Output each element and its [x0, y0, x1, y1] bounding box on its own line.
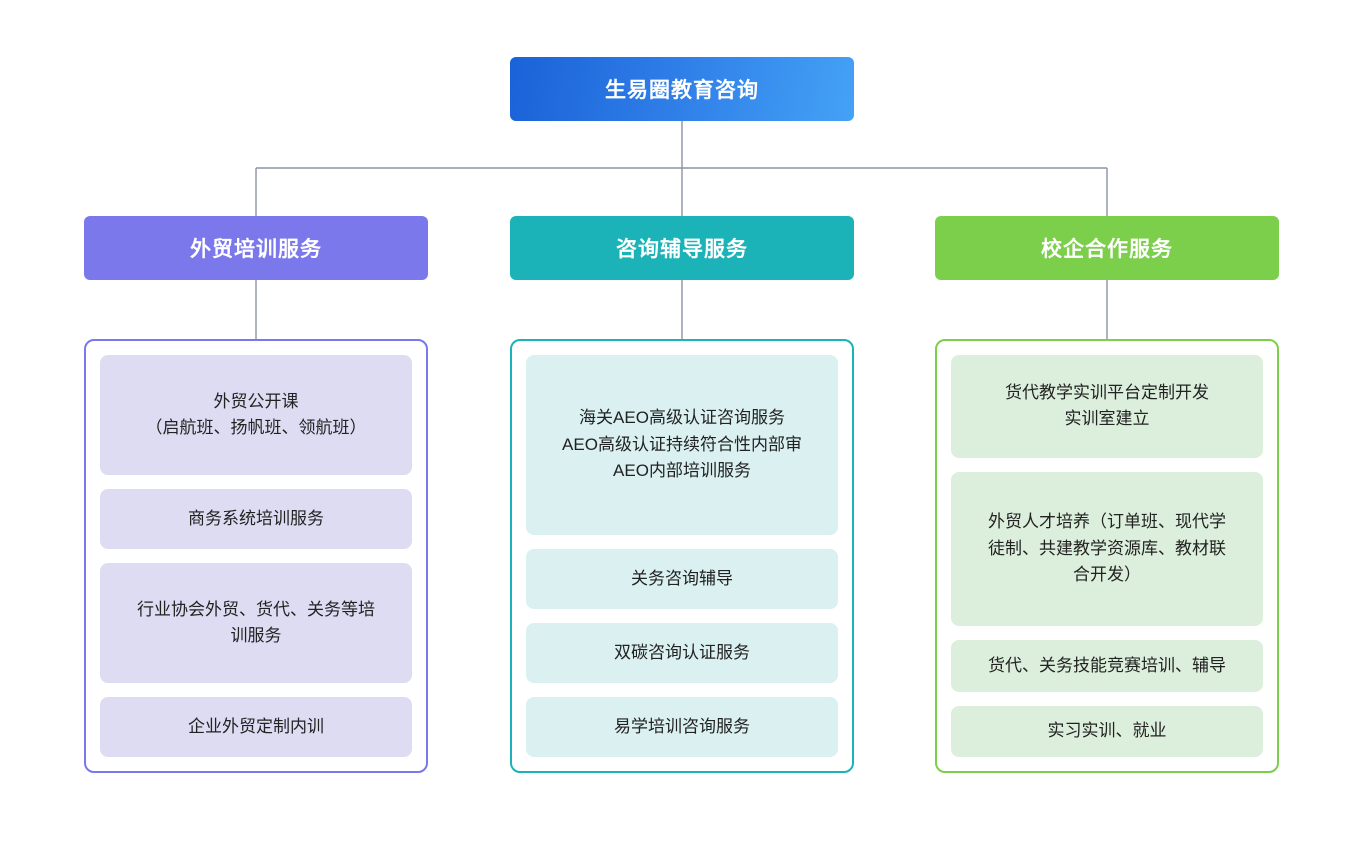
- service-item-line: 企业外贸定制内训: [188, 716, 324, 736]
- service-item-text: 关务咨询辅导: [631, 566, 733, 592]
- service-item[interactable]: 关务咨询辅导: [526, 549, 838, 609]
- category-header-consulting-tutoring[interactable]: 咨询辅导服务: [510, 216, 854, 280]
- service-item-text: 双碳咨询认证服务: [614, 640, 750, 666]
- service-item-text: 行业协会外贸、货代、关务等培训服务: [137, 597, 375, 650]
- items-container-consulting-tutoring: 海关AEO高级认证咨询服务 AEO高级认证持续符合性内部审 AEO内部培训服务关务咨…: [510, 339, 854, 773]
- service-item-line: 训服务: [230, 626, 282, 645]
- service-item-line: 货代、关务技能竞赛培训、辅导: [988, 655, 1226, 675]
- service-item[interactable]: 外贸公开课 （启航班、扬帆班、领航班）: [100, 355, 412, 475]
- service-item[interactable]: 外贸人才培养（订单班、现代学徒制、共建教学资源库、教材联合开发）: [951, 471, 1263, 627]
- service-item-line: 关务咨询辅导: [631, 568, 733, 588]
- service-item[interactable]: 行业协会外贸、货代、关务等培训服务: [100, 563, 412, 683]
- service-item-text: 企业外贸定制内训: [188, 714, 324, 740]
- service-item[interactable]: 易学培训咨询服务: [526, 697, 838, 757]
- service-item-line: （启航班、扬帆班、领航班）: [145, 418, 367, 437]
- service-item-line: AEO高级认证持续符合性内部审: [562, 434, 802, 454]
- root-node[interactable]: 生易圈教育咨询: [510, 57, 854, 121]
- service-item[interactable]: 双碳咨询认证服务: [526, 623, 838, 683]
- service-item-text: 货代、关务技能竞赛培训、辅导: [988, 653, 1226, 679]
- service-item-text: 易学培训咨询服务: [614, 714, 750, 740]
- service-item-line: 实训室建立: [1064, 409, 1150, 429]
- service-item-line: 合开发）: [1073, 565, 1141, 585]
- service-item[interactable]: 企业外贸定制内训: [100, 697, 412, 757]
- service-item-line: 外贸公开课: [213, 391, 299, 411]
- service-item-text: 外贸公开课 （启航班、扬帆班、领航班）: [146, 389, 367, 442]
- branch-column-school-enterprise: 校企合作服务货代教学实训平台定制开发实训室建立外贸人才培养（订单班、现代学徒制、…: [935, 216, 1279, 773]
- service-item[interactable]: 货代教学实训平台定制开发实训室建立: [951, 355, 1263, 458]
- category-header-label: 校企合作服务: [1041, 238, 1173, 261]
- service-item-line: 徒制、共建教学资源库、教材联: [988, 538, 1226, 558]
- service-item-line: 双碳咨询认证服务: [614, 642, 750, 662]
- branch-column-consulting-tutoring: 咨询辅导服务海关AEO高级认证咨询服务 AEO高级认证持续符合性内部审 AEO内部培…: [510, 216, 854, 773]
- service-item-line: 海关AEO高级认证咨询服务: [579, 408, 785, 428]
- service-item-line: 易学培训咨询服务: [614, 716, 750, 736]
- branch-column-foreign-trade-training: 外贸培训服务外贸公开课 （启航班、扬帆班、领航班） 商务系统培训服务行业协会外贸、货…: [84, 216, 428, 773]
- root-node-label: 生易圈教育咨询: [605, 79, 759, 102]
- category-header-foreign-trade-training[interactable]: 外贸培训服务: [84, 216, 428, 280]
- service-item-line: 外贸人才培养（订单班、现代学: [988, 512, 1226, 532]
- service-item-text: 外贸人才培养（订单班、现代学徒制、共建教学资源库、教材联合开发）: [988, 509, 1226, 588]
- items-container-school-enterprise: 货代教学实训平台定制开发实训室建立外贸人才培养（订单班、现代学徒制、共建教学资源…: [935, 339, 1279, 773]
- items-container-foreign-trade-training: 外贸公开课 （启航班、扬帆班、领航班） 商务系统培训服务行业协会外贸、货代、关务等培…: [84, 339, 428, 773]
- service-item-text: 货代教学实训平台定制开发实训室建立: [1005, 380, 1209, 433]
- service-item[interactable]: 海关AEO高级认证咨询服务 AEO高级认证持续符合性内部审 AEO内部培训服务: [526, 355, 838, 535]
- service-item-text: 实习实训、就业: [1048, 718, 1167, 744]
- service-item[interactable]: 实习实训、就业: [951, 705, 1263, 757]
- service-item-line: 实习实训、就业: [1047, 721, 1167, 741]
- category-header-label: 咨询辅导服务: [616, 238, 748, 261]
- service-item[interactable]: 货代、关务技能竞赛培训、辅导: [951, 640, 1263, 692]
- service-item-line: AEO内部培训服务: [613, 461, 751, 481]
- service-item-text: 海关AEO高级认证咨询服务 AEO高级认证持续符合性内部审 AEO内部培训服务: [562, 405, 802, 484]
- category-header-school-enterprise[interactable]: 校企合作服务: [935, 216, 1279, 280]
- service-item[interactable]: 商务系统培训服务: [100, 489, 412, 549]
- service-item-text: 商务系统培训服务: [188, 506, 324, 532]
- category-header-label: 外贸培训服务: [190, 238, 322, 261]
- service-item-line: 货代教学实训平台定制开发: [1005, 383, 1209, 403]
- service-item-line: 商务系统培训服务: [188, 508, 324, 528]
- service-item-line: 行业协会外贸、货代、关务等培: [137, 599, 375, 619]
